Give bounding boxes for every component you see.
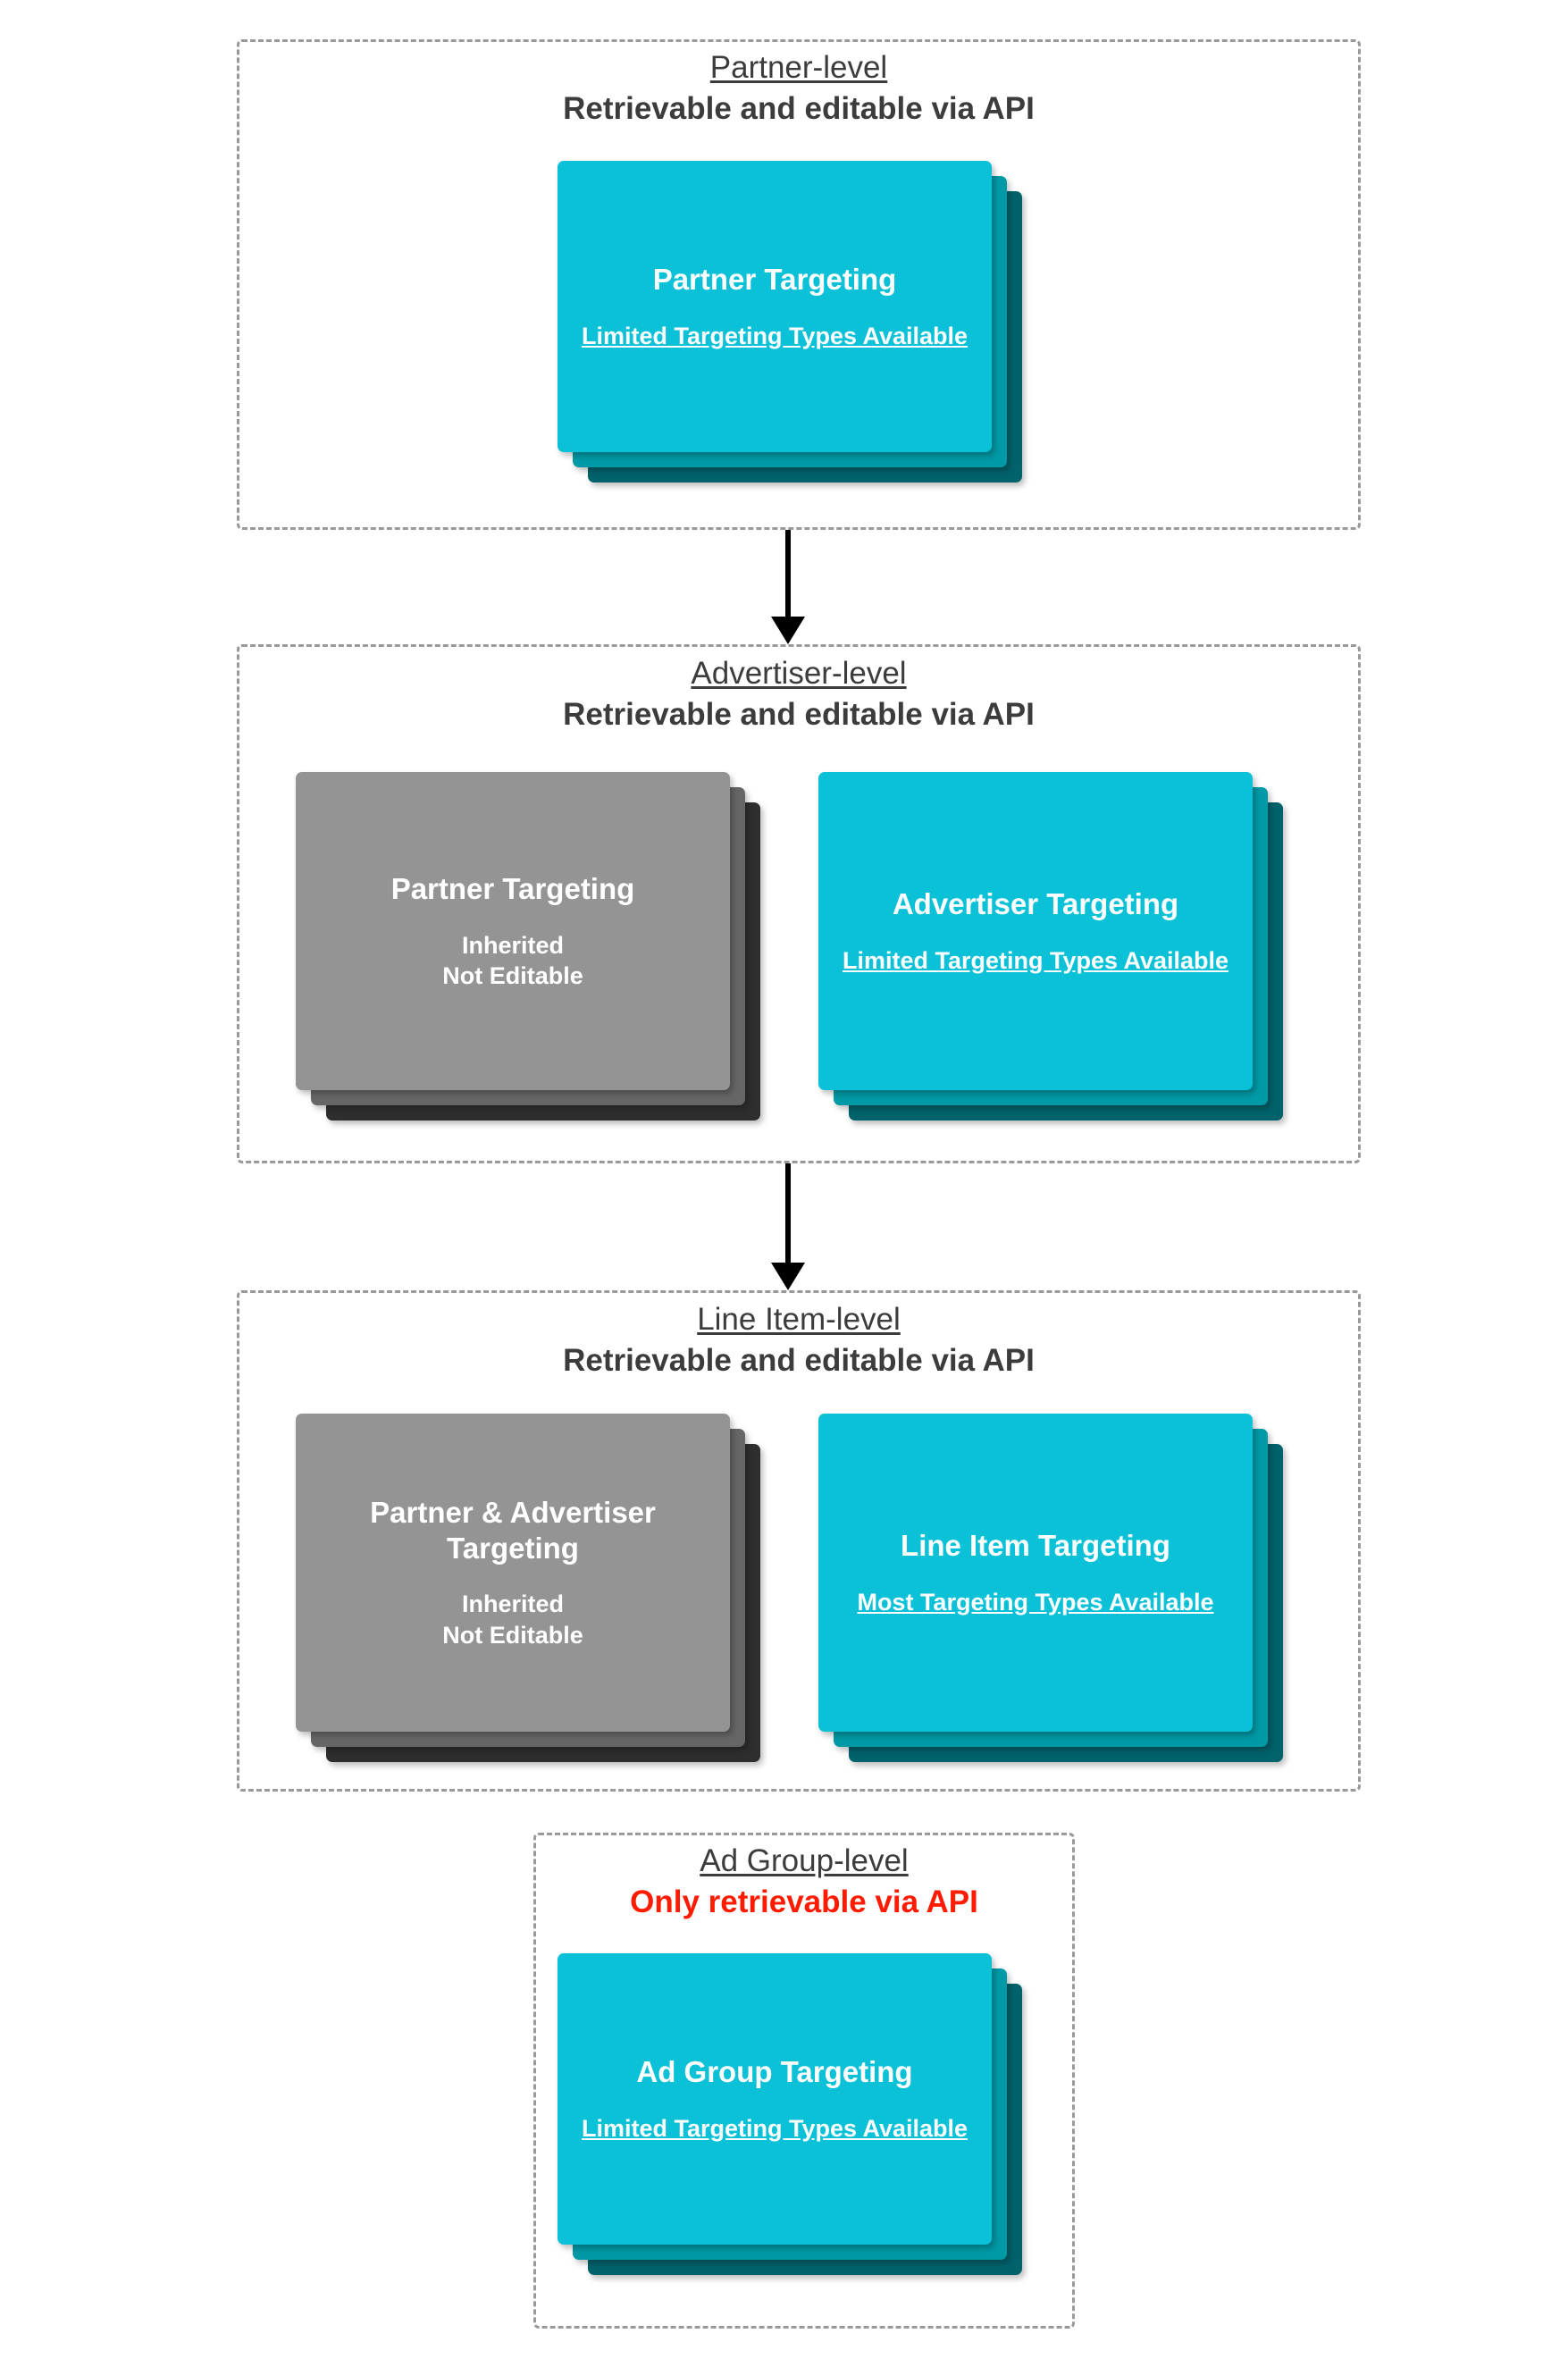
arrow-head	[771, 617, 805, 644]
card-title: Partner Targeting	[652, 263, 897, 297]
level-container-partner	[237, 39, 1361, 530]
level-container-line-item	[237, 1290, 1361, 1792]
level-name-ad-group: Ad Group-level	[700, 1843, 909, 1878]
level-api-note-partner: Retrievable and editable via API	[563, 91, 1035, 127]
level-heading-advertiser: Advertiser-level Retrievable and editabl…	[237, 655, 1361, 734]
card-subtitle: Inherited Not Editable	[442, 931, 583, 989]
arrow-head	[771, 1263, 805, 1290]
card-partner-targeting[interactable]: Partner Targeting Limited Targeting Type…	[558, 161, 992, 452]
level-container-ad-group	[533, 1833, 1075, 2329]
level-heading-partner: Partner-level Retrievable and editable v…	[237, 49, 1361, 128]
card-title: Advertiser Targeting	[892, 887, 1179, 921]
level-heading-line-item: Line Item-level Retrievable and editable…	[237, 1301, 1361, 1380]
level-api-note-advertiser: Retrievable and editable via API	[563, 697, 1035, 733]
level-name-partner: Partner-level	[709, 50, 888, 85]
level-name-advertiser: Advertiser-level	[691, 656, 907, 691]
card-ad-group-targeting[interactable]: Ad Group Targeting Limited Targeting Typ…	[558, 1953, 992, 2245]
card-stack-partner-advertiser-targeting-inherited: Partner & Advertiser Targeting Inherited…	[296, 1414, 760, 1762]
card-stack-advertiser-targeting: Advertiser Targeting Limited Targeting T…	[818, 772, 1283, 1121]
card-stack-line-item-targeting: Line Item Targeting Most Targeting Types…	[818, 1414, 1283, 1762]
card-subtitle: Limited Targeting Types Available	[842, 946, 1229, 974]
card-stack-ad-group-targeting: Ad Group Targeting Limited Targeting Typ…	[558, 1953, 1022, 2275]
level-heading-ad-group: Ad Group-level Only retrievable via API	[533, 1842, 1075, 1921]
arrow-shaft	[785, 530, 791, 619]
level-container-advertiser	[237, 644, 1361, 1163]
card-title: Ad Group Targeting	[636, 2055, 913, 2089]
card-partner-targeting-inherited[interactable]: Partner Targeting Inherited Not Editable	[296, 772, 730, 1090]
card-title: Partner Targeting	[390, 871, 635, 905]
arrow-shaft	[785, 1163, 791, 1265]
arrow-partner-to-advertiser	[761, 530, 815, 644]
level-api-note-ad-group: Only retrievable via API	[630, 1884, 978, 1920]
card-subtitle: Inherited Not Editable	[442, 1591, 583, 1649]
card-title: Partner & Advertiser Targeting	[370, 1496, 656, 1565]
card-subtitle: Limited Targeting Types Available	[581, 2114, 968, 2142]
card-stack-partner-targeting: Partner Targeting Limited Targeting Type…	[558, 161, 1022, 483]
level-name-line-item: Line Item-level	[697, 1302, 901, 1337]
card-subtitle: Most Targeting Types Available	[857, 1588, 1214, 1616]
level-api-note-line-item: Retrievable and editable via API	[563, 1343, 1035, 1379]
card-stack-partner-targeting-inherited: Partner Targeting Inherited Not Editable	[296, 772, 760, 1121]
card-partner-advertiser-targeting-inherited[interactable]: Partner & Advertiser Targeting Inherited…	[296, 1414, 730, 1732]
card-line-item-targeting[interactable]: Line Item Targeting Most Targeting Types…	[818, 1414, 1253, 1732]
card-title: Line Item Targeting	[901, 1529, 1170, 1563]
arrow-advertiser-to-line-item	[761, 1163, 815, 1290]
card-subtitle: Limited Targeting Types Available	[581, 322, 968, 349]
card-advertiser-targeting[interactable]: Advertiser Targeting Limited Targeting T…	[818, 772, 1253, 1090]
